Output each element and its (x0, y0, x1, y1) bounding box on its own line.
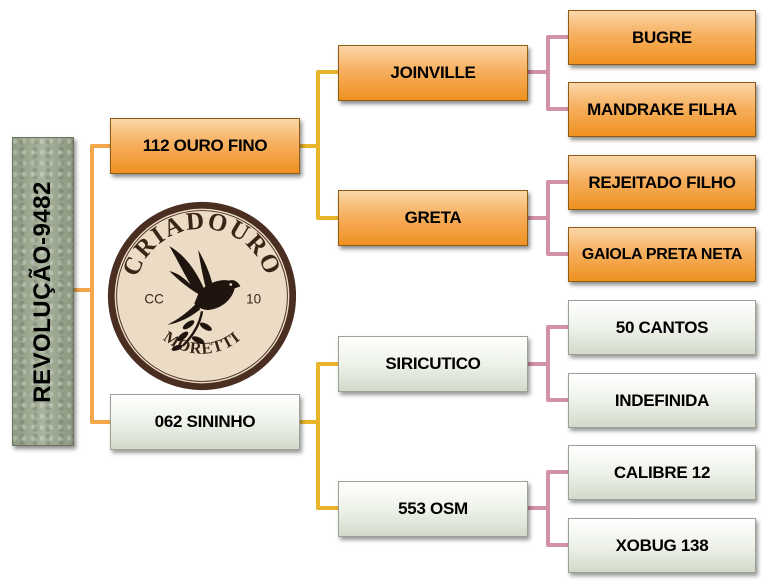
great-grandparent-4: GAIOLA PRETA NETA (568, 227, 756, 282)
connector-gp4-ggp (526, 470, 570, 547)
root-label: REVOLUÇÃO-9482 (29, 180, 56, 403)
connector-gp2-ggp (526, 180, 570, 256)
great-grandparent-1: BUGRE (568, 10, 756, 65)
connector-father-grandparents (298, 70, 340, 220)
grandparent-4: 553 OSM (338, 481, 528, 537)
root-node: REVOLUÇÃO-9482 (12, 137, 74, 446)
bird-olive-branch-icon (167, 246, 241, 351)
connector-mother-grandparents (298, 362, 340, 510)
parent-father: 112 OURO FINO (110, 118, 300, 174)
great-grandparent-3: REJEITADO FILHO (568, 155, 756, 210)
seal-left-text: CC (144, 292, 164, 307)
grandparent-2: GRETA (338, 190, 528, 246)
connector-gp3-ggp (526, 325, 570, 402)
parent-mother: 062 SININHO (110, 394, 300, 450)
seal-right-text: 10 (246, 292, 261, 307)
grandparent-3: SIRICUTICO (338, 336, 528, 392)
connector-root-parents (70, 144, 112, 424)
great-grandparent-5: 50 CANTOS (568, 300, 756, 355)
great-grandparent-2: MANDRAKE FILHA (568, 82, 756, 137)
breeder-seal-logo: CRIADOURO MORETTI CC 10 (106, 200, 298, 392)
great-grandparent-8: XOBUG 138 (568, 518, 756, 573)
connector-gp1-ggp (526, 35, 570, 111)
great-grandparent-6: INDEFINIDA (568, 373, 756, 428)
great-grandparent-7: CALIBRE 12 (568, 445, 756, 500)
grandparent-1: JOINVILLE (338, 45, 528, 101)
